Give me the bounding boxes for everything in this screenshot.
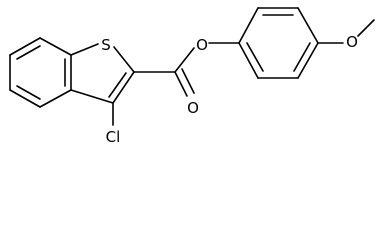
methoxy-group	[317, 19, 375, 44]
bond	[357, 19, 375, 37]
bond	[9, 37, 41, 56]
bond	[238, 7, 259, 44]
bond	[238, 42, 259, 79]
double-bond-inner	[108, 72, 127, 98]
bond	[70, 89, 114, 104]
carbonyl-bond	[181, 68, 195, 94]
bond	[174, 47, 195, 73]
chlorine-label: Cl	[106, 128, 121, 146]
chemical-structure: S O O O Cl	[9, 7, 375, 146]
double-bond-inner	[16, 85, 41, 100]
bond	[39, 37, 72, 56]
bond	[113, 46, 135, 73]
benzene-ring-left	[9, 37, 72, 108]
double-bond-inner	[293, 42, 311, 72]
thiophene-ring	[70, 43, 135, 104]
ester-group	[133, 42, 240, 97]
bond	[297, 7, 319, 44]
ester-oxygen-label: O	[196, 36, 208, 54]
double-bond-inner	[16, 45, 41, 60]
double-bond-inner	[246, 42, 264, 72]
sulfur-label: S	[101, 36, 111, 54]
methoxy-oxygen-label: O	[346, 33, 358, 51]
bond	[297, 42, 319, 79]
carbonyl-oxygen-label: O	[187, 99, 199, 117]
bond	[39, 89, 72, 108]
bond	[112, 71, 135, 104]
bond	[9, 89, 41, 108]
benzene-ring-right	[238, 7, 319, 79]
carbonyl-bond	[174, 71, 188, 97]
bond	[70, 43, 99, 56]
